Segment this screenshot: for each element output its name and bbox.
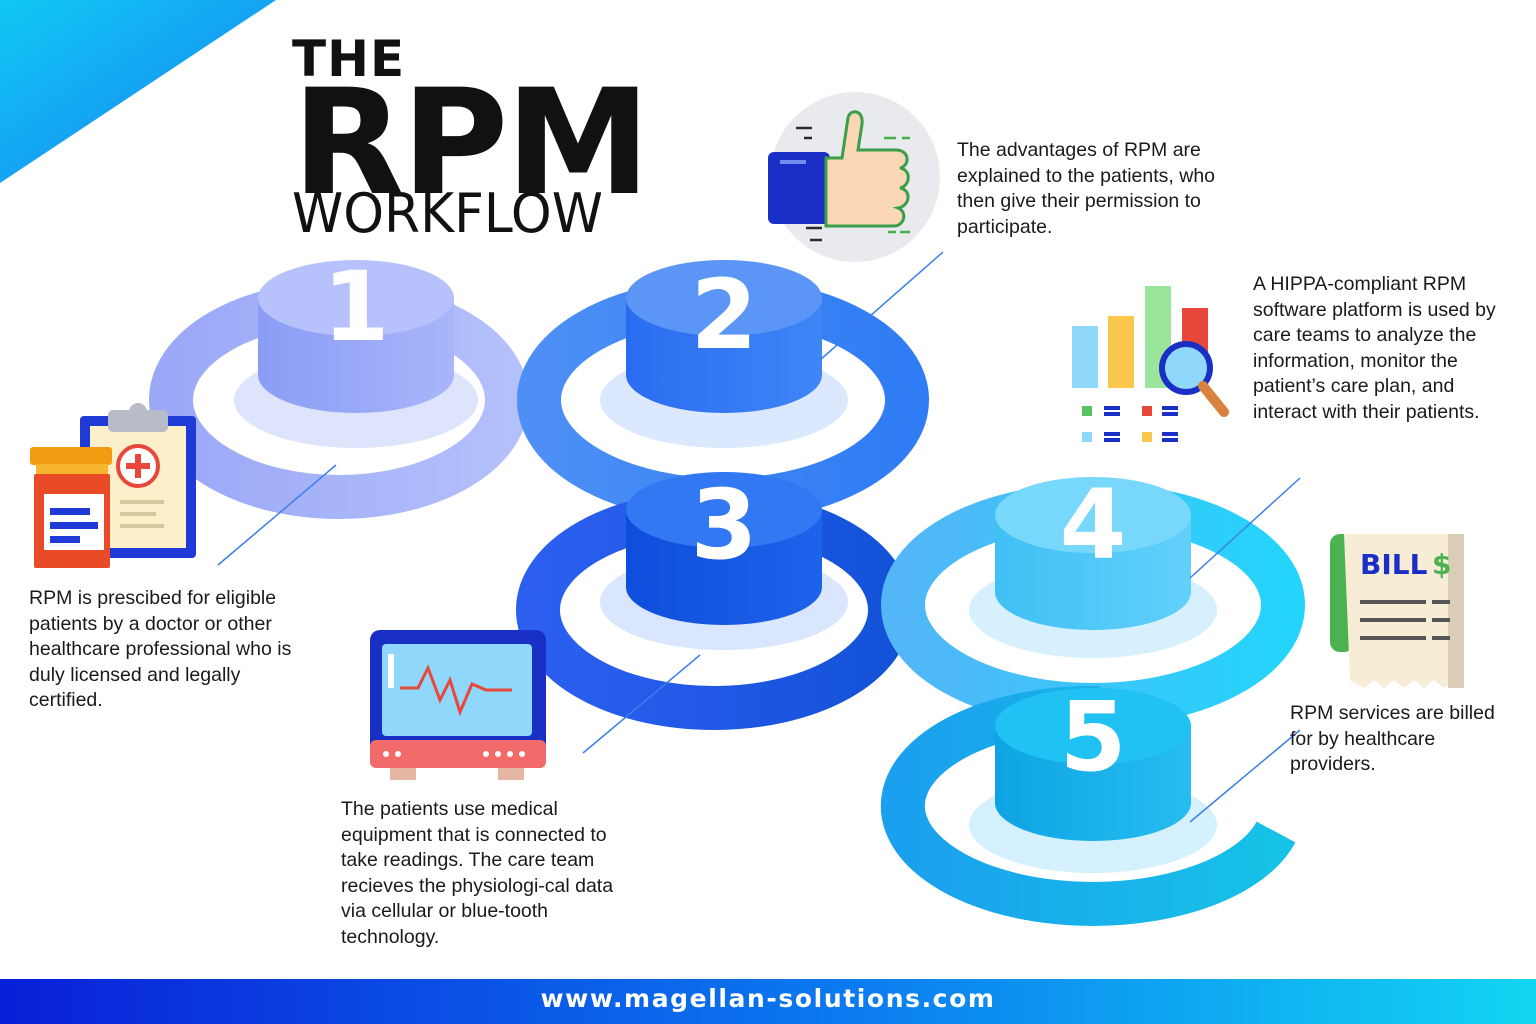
bill-icon: BILL $ — [1330, 534, 1464, 688]
footer-url-link[interactable]: www.magellan-solutions.com — [540, 984, 996, 1013]
step-4-cylinder — [995, 477, 1191, 630]
step-1-description: RPM is prescibed for eligible patients b… — [29, 587, 292, 711]
dollar-icon: $ — [1432, 548, 1451, 581]
monitor-icon — [370, 630, 546, 780]
step-2-cylinder — [626, 260, 822, 413]
step-number-5: 5 — [1060, 681, 1127, 793]
step-number-1: 1 — [323, 251, 390, 363]
step-5-cylinder — [995, 688, 1191, 841]
step-3-description: The patients use medical equipment that … — [341, 798, 614, 948]
step-number-2: 2 — [691, 259, 758, 371]
ring-5 — [880, 685, 1296, 926]
step-5-description: RPM services are billed for by healthcar… — [1290, 702, 1495, 775]
step-2-description: The advantages of RPM are explained to t… — [957, 139, 1216, 238]
title-the: THE — [292, 30, 406, 88]
footer-bar: www.magellan-solutions.com — [0, 979, 1536, 1024]
prescription-icon — [30, 403, 196, 568]
step-1-cylinder — [258, 260, 454, 413]
step-number-4: 4 — [1060, 469, 1127, 581]
connector-lines — [217, 251, 1301, 823]
title-workflow: WORKFLOW — [292, 182, 603, 245]
step-3-cylinder — [626, 472, 822, 625]
title-rpm: RPM — [292, 58, 651, 228]
analytics-icon — [1072, 286, 1229, 442]
step-4-description: A HIPPA-compliant RPM software platform … — [1253, 273, 1496, 423]
step-number-3: 3 — [691, 469, 758, 581]
corner-accent — [0, 0, 276, 183]
bill-label: BILL — [1360, 548, 1428, 581]
thumbs-up-icon — [768, 92, 940, 262]
